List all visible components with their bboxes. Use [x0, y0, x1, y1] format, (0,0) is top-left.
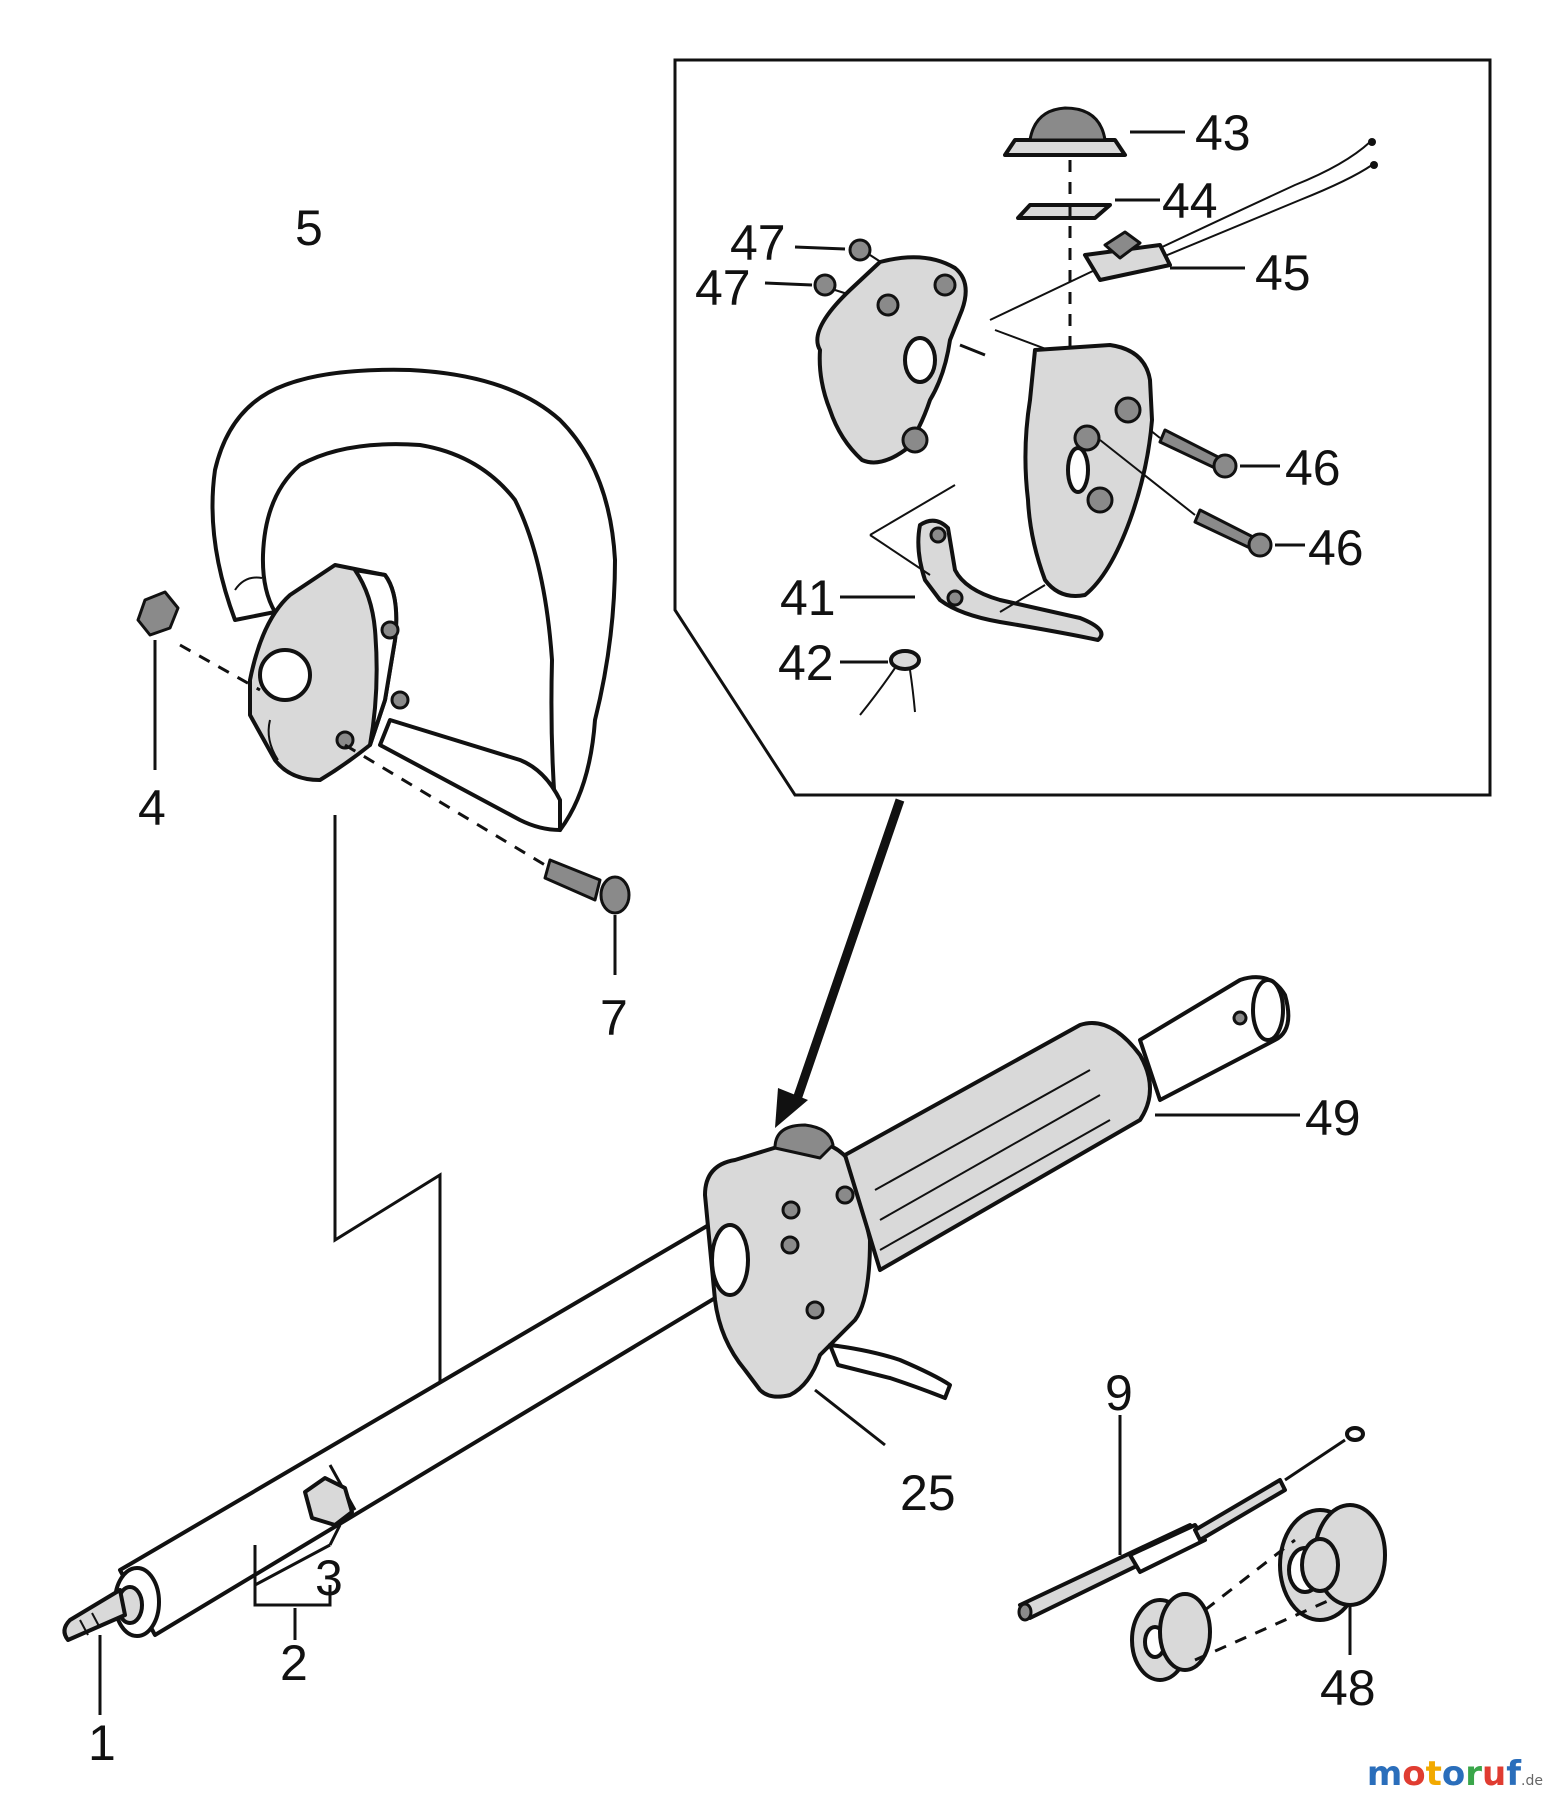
screw-part-46-upper	[1158, 428, 1280, 479]
watermark-letter: m	[1366, 1754, 1403, 1794]
nut-part-47-upper	[794, 238, 872, 262]
switch-part-45	[1083, 138, 1378, 282]
callout-47-lower: 47	[695, 260, 751, 316]
callout-9: 9	[1105, 1365, 1133, 1421]
spring-part-42	[840, 649, 921, 716]
rear-tube	[1138, 975, 1291, 1102]
watermark-logo: motoruf.de	[1367, 1754, 1543, 1794]
handle-right-half	[1023, 343, 1154, 598]
callout-1: 1	[88, 1715, 116, 1771]
shaft-end-part-1	[62, 1588, 127, 1715]
switch-cap-part-43	[1003, 106, 1185, 157]
inset-assembly-line	[1149, 429, 1161, 439]
watermark-letter: r	[1465, 1754, 1483, 1794]
callout-3: 3	[315, 1550, 343, 1606]
handlebar-part-5	[210, 367, 617, 832]
nut-part-47-lower	[764, 273, 837, 297]
callout-2: 2	[280, 1635, 308, 1691]
handlebar-clamp	[248, 563, 410, 782]
callout-5: 5	[295, 200, 323, 256]
callout-labels: 1 2 3 4 5 7 9 25 41 42 43 44 45 46 46 47…	[88, 105, 1376, 1771]
plate-part-44	[1016, 198, 1160, 220]
inset-assembly-line	[869, 534, 931, 576]
handle-left-half	[815, 255, 986, 465]
inset-assembly-line	[869, 484, 956, 536]
trigger-lever-part-41	[840, 518, 1104, 642]
screw-part-46-lower	[1193, 508, 1305, 558]
callout-43: 43	[1195, 105, 1251, 161]
bolt-part-7	[344, 743, 631, 975]
callout-44: 44	[1162, 173, 1218, 229]
watermark-letter: f	[1506, 1754, 1522, 1794]
watermark-tld: .de	[1521, 1773, 1543, 1789]
nut-part-4	[136, 590, 261, 770]
throttle-handle-part-25	[703, 1123, 952, 1447]
watermark-letter: u	[1482, 1754, 1507, 1794]
watermark-letter: o	[1402, 1754, 1426, 1794]
callout-7: 7	[600, 990, 628, 1046]
callout-47-upper: 47	[730, 215, 786, 271]
callout-25: 25	[900, 1465, 956, 1521]
clamp-knob-part-3	[303, 1476, 354, 1546]
watermark-letter: t	[1425, 1754, 1442, 1794]
watermark-letter: o	[1441, 1754, 1466, 1794]
detail-inset-frame	[673, 58, 1492, 797]
handle-alignment-guide	[333, 815, 442, 1385]
callout-46-lower: 46	[1308, 520, 1364, 576]
rear-grip-part-49	[843, 1021, 1300, 1272]
detail-pointer-arrow	[775, 798, 905, 1128]
flex-cable-part-9	[1017, 1415, 1365, 1622]
callout-49: 49	[1305, 1090, 1361, 1146]
damper-part-48	[1130, 1503, 1387, 1682]
inset-assembly-line	[999, 584, 1046, 613]
tube-bracket-2	[253, 1543, 332, 1607]
callout-42: 42	[778, 635, 834, 691]
callout-45: 45	[1255, 245, 1311, 301]
callout-4: 4	[138, 780, 166, 836]
drive-shaft-tube-part-2	[113, 1190, 798, 1638]
callout-41: 41	[780, 570, 836, 626]
inset-assembly-line	[989, 269, 1096, 321]
callout-48: 48	[1320, 1660, 1376, 1716]
inset-assembly-line	[1099, 439, 1196, 516]
callout-46-upper: 46	[1285, 440, 1341, 496]
